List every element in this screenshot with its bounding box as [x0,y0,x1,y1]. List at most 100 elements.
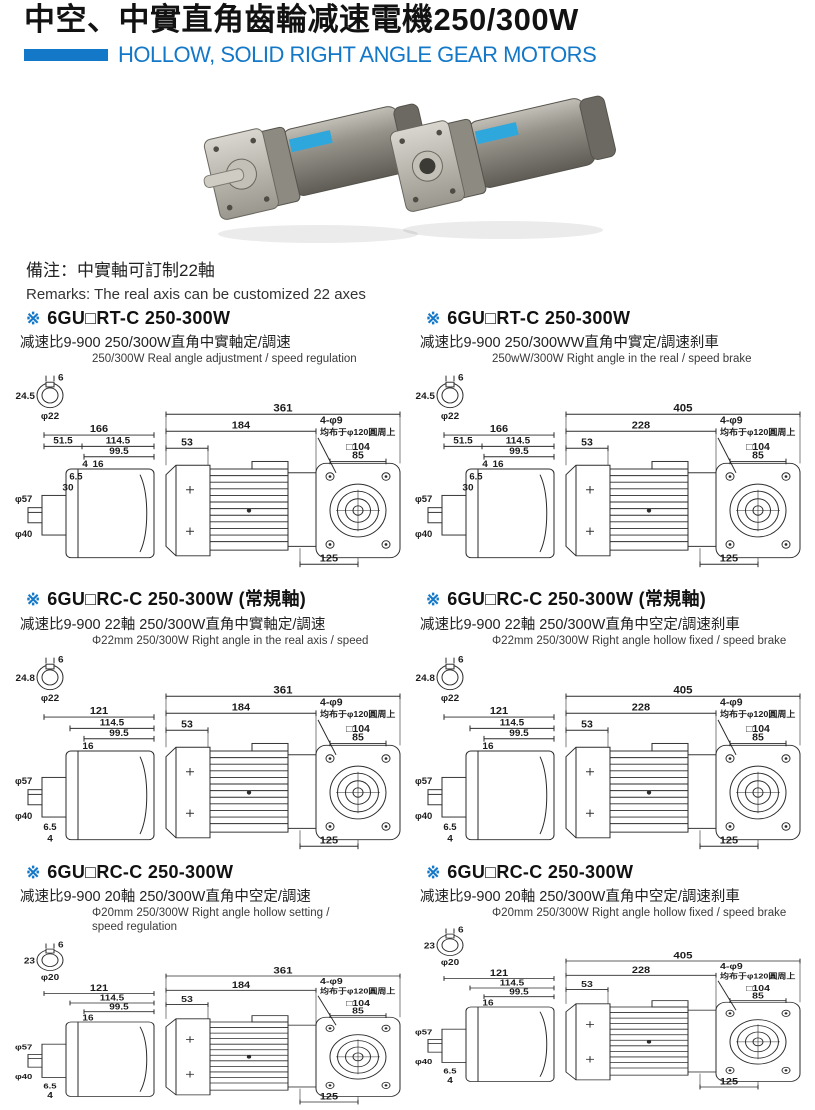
side-dim-e-label: 16 [492,460,504,471]
bottom-offset-dim-label: 125 [320,553,338,565]
description-en: 250wW/300W Right angle in the real / spe… [492,352,806,366]
shaft-outer-dia-label: φ57 [415,777,432,787]
side-overall-dim-label: 121 [90,706,108,718]
description-en: Φ20mm 250/300W Right angle hollow fixed … [492,906,806,920]
mounting-holes-note: 均布于φ120圓周上 [320,427,396,438]
fan-width-dim: 53 [165,720,209,734]
side-overall-dim: 121 [443,969,555,982]
model-section: ※6GU□RC-C 250-300W (常規軸)减速比9-900 22軸 250… [414,585,806,862]
flange-square-label: □104 [746,725,770,736]
motor-length-dim: 228 [565,702,717,717]
side-dim-c: 99.5 [83,1002,155,1014]
output-shaft [203,168,245,189]
detail-height-label: 23 [24,956,35,965]
bolt-spacing-dim: 85 [329,1006,387,1018]
title-accent-bar [24,48,108,61]
fan-width-dim-label: 53 [181,995,193,1005]
model-number: 6GU□RT-C 250-300W [47,308,231,328]
side-dim-c: 99.5 [483,729,555,742]
side-dim-c: 99.5 [83,447,155,460]
bolt-spacing-dim: 85 [729,992,787,1004]
motor-length-dim-label: 228 [632,420,650,432]
bottom-offset-dim-label: 125 [320,1092,339,1102]
remarks-zh: 備注：中實軸可訂制22軸 [26,261,215,280]
model-number: 6GU□RC-C 250-300W (常規軸) [47,589,307,609]
mounting-holes-label: 4-φ9 [720,962,743,972]
side-dim-f-label: 6.5 [469,472,482,482]
bolt-spacing-dim: 85 [729,451,787,465]
motor-length-dim: 184 [165,702,317,717]
overall-length-dim-label: 361 [273,685,292,697]
side-overall-dim: 121 [43,706,155,721]
motor-length-dim-label: 184 [232,420,250,432]
side-overall-dim: 166 [443,424,555,439]
remarks-block: 備注：中實軸可訂制22軸 Remarks: The real axis can … [26,256,366,303]
dimension-drawing: 624.8φ22φ57φ40121114.599.5166.5436118453… [15,655,401,850]
page-title: 中空、中實直角齒輪减速電機250/300W [24,2,579,37]
bolt-spacing-dim-label: 85 [352,733,364,744]
dimension-drawing: 624.8φ22φ57φ40121114.599.5166.5440522853… [415,655,801,850]
side-dim-b-label: 114.5 [100,993,124,1002]
side-dim-b: 114.5 [69,993,155,1006]
hollow-bore [419,158,436,175]
fan-width-dim: 53 [565,438,609,452]
fan-width-dim: 53 [565,981,609,993]
fan-width-dim-label: 53 [581,438,593,449]
mounting-holes-note: 均布于φ120圓周上 [720,972,795,981]
shaft-outer-dia-label: φ57 [415,495,432,505]
overall-length-dim: 361 [165,685,401,700]
description-en: 250/300W Real angle adjustment / speed r… [92,352,414,366]
motor-length-dim-label: 228 [632,966,651,976]
shadow-right [403,221,603,239]
bottom-offset-dim-label: 125 [720,553,738,565]
motor-length-dim: 184 [165,420,317,435]
detail-height-label: 24.5 [416,392,436,403]
side-dim-c-label: 99.5 [509,729,529,740]
overall-length-dim-label: 361 [273,403,292,415]
overall-length-dim-label: 405 [673,952,692,962]
section-heading: ※6GU□RC-C 250-300W [426,862,806,883]
description-zh: 减速比9-900 22軸 250/300W直角中實軸定/調速 [20,617,326,633]
output-flange-face [315,745,401,841]
overall-length-dim: 361 [165,403,401,418]
side-dim-c-label: 99.5 [109,1002,128,1011]
bolt-spacing-dim: 85 [729,733,787,747]
overall-length-dim: 405 [565,952,801,964]
model-number: 6GU□RC-C 250-300W (常規軸) [447,589,707,609]
bottom-offset-dim-label: 125 [720,1078,739,1088]
shaft-inner-dia-label: φ40 [15,1072,33,1081]
detail-diameter-label: φ22 [441,412,460,423]
description-zh: 减速比9-900 20軸 250/300W直角中空定/調速 [20,889,311,905]
description-zh: 减速比9-900 20軸 250/300W直角中空定/調速刹車 [420,889,740,905]
side-dim-e-label: 16 [82,1013,93,1022]
side-overall-dim-label: 121 [490,706,508,718]
flange-square-label: □104 [346,725,370,736]
product-photo-illustration [203,95,616,243]
description-en-line: Φ22mm 250/300W Right angle hollow fixed … [492,635,787,647]
motor-length-dim: 184 [165,981,317,993]
model-section: ※6GU□RC-C 250-300W 减速比9-900 20軸 250/300W直… [14,862,414,1106]
description-en-line: 250/300W Real angle adjustment / speed r… [92,353,357,365]
bottom-offset-dim-label: 125 [320,835,338,847]
detail-diameter-label: φ20 [441,958,459,967]
mounting-holes-label: 4-φ9 [720,416,743,427]
bolt-spacing-dim-label: 85 [352,1006,364,1016]
model-number: 6GU□RC-C 250-300W [47,862,234,882]
section-heading: ※6GU□RC-C 250-300W [26,862,414,883]
detail-diameter-label: φ20 [41,973,59,982]
side-dim-d-label: 4 [447,1076,453,1085]
output-flange-face [315,1016,401,1097]
model-number: 6GU□RT-C 250-300W [447,308,631,328]
bottom-offset-dim: 125 [699,1078,759,1090]
side-overall-dim: 121 [443,706,555,721]
